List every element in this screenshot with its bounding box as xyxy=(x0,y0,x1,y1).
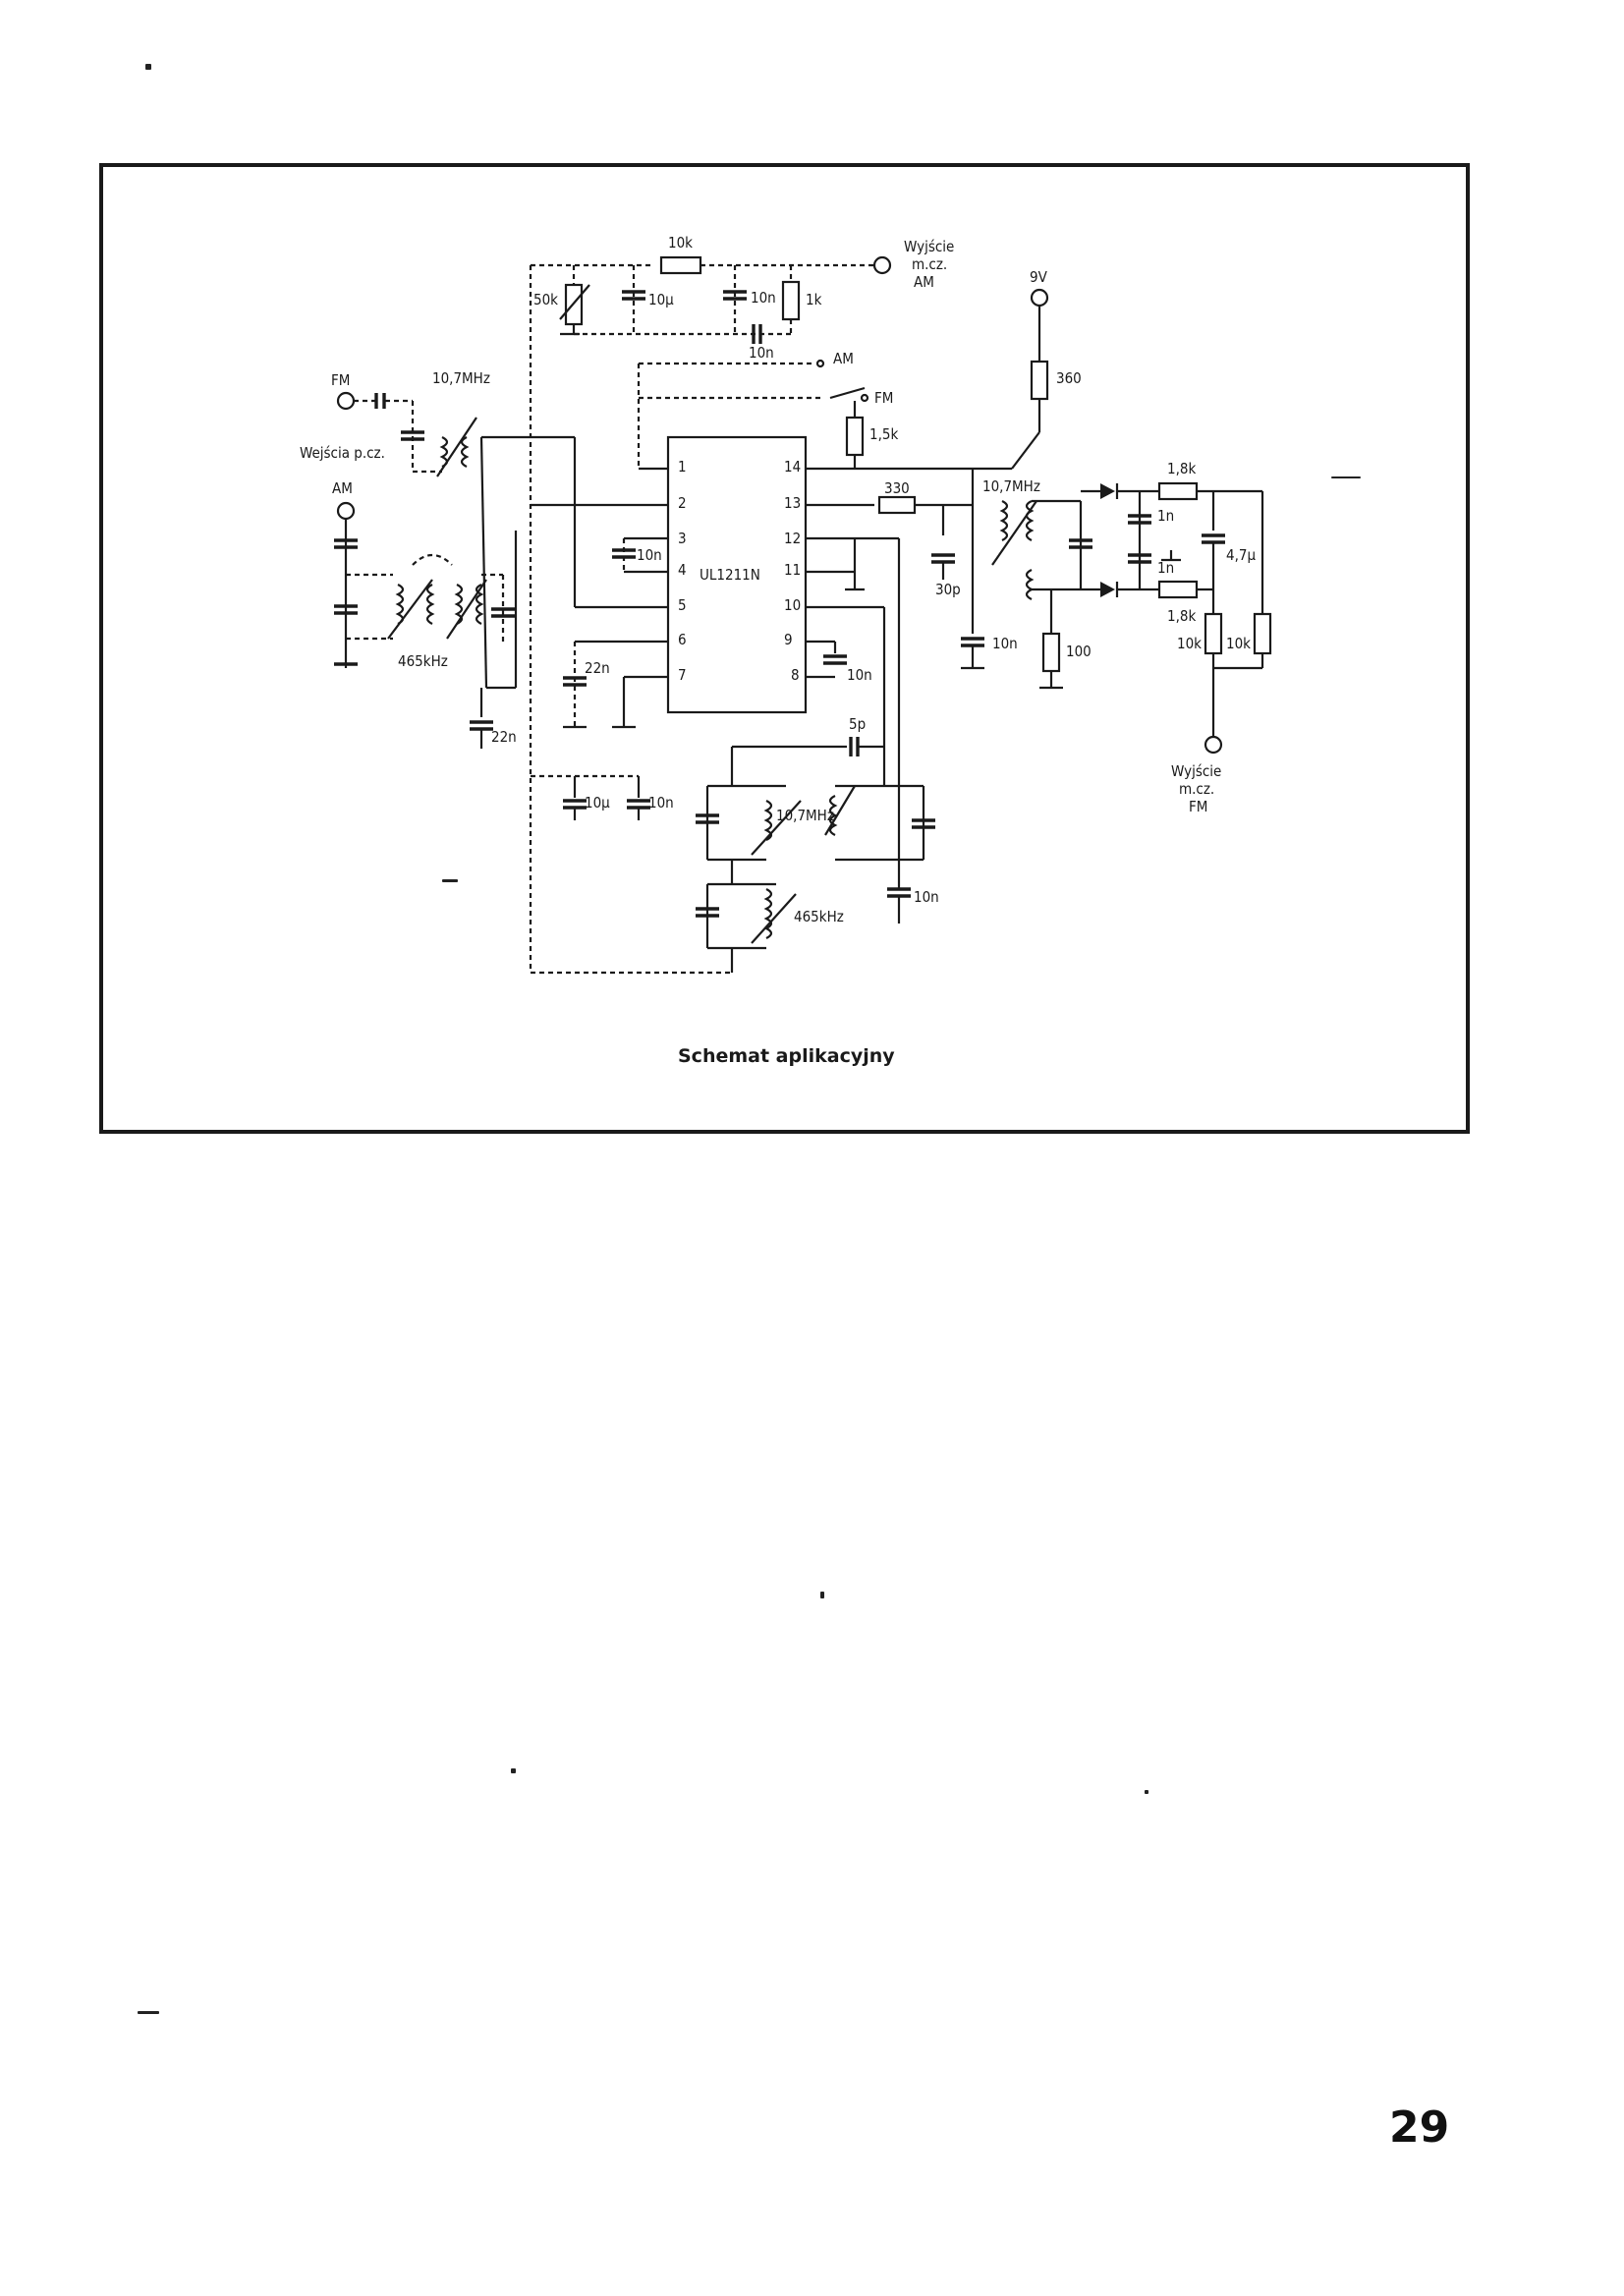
svg-text:10k: 10k xyxy=(1177,635,1202,652)
svg-text:1,8k: 1,8k xyxy=(1167,460,1196,477)
scan-speck xyxy=(1145,1790,1148,1794)
resistor-1k8-top xyxy=(1157,481,1199,501)
svg-text:Wyjście: Wyjście xyxy=(904,238,954,255)
svg-text:1,8k: 1,8k xyxy=(1167,607,1196,625)
svg-text:10: 10 xyxy=(784,596,801,614)
resistor-360 xyxy=(1030,360,1049,401)
svg-text:1n: 1n xyxy=(1157,507,1174,525)
resistor-100 xyxy=(1041,632,1061,673)
oscillator-network: 10n 5p 10µ 10n 10,7MHz xyxy=(531,538,939,975)
svg-text:8: 8 xyxy=(791,666,800,684)
vcc-terminal xyxy=(1030,288,1049,308)
resistor-10k-a xyxy=(1204,612,1223,655)
svg-text:10k: 10k xyxy=(1226,635,1251,652)
svg-text:50k: 50k xyxy=(533,291,558,308)
ic-pins-right: 14 13 12 11 10 9 8 xyxy=(784,458,801,684)
svg-text:330: 330 xyxy=(884,479,910,497)
svg-text:2: 2 xyxy=(678,494,687,512)
scan-speck xyxy=(1331,476,1361,478)
svg-text:AM: AM xyxy=(332,479,353,497)
svg-text:22n: 22n xyxy=(585,659,610,677)
ic-label: UL1211N xyxy=(700,566,760,584)
svg-text:11: 11 xyxy=(784,561,801,579)
resistor-10k-b xyxy=(1253,612,1272,655)
svg-text:1,5k: 1,5k xyxy=(869,425,898,443)
svg-text:m.cz.: m.cz. xyxy=(1179,780,1214,798)
svg-text:10n: 10n xyxy=(992,635,1018,652)
input-section: FM 10,7MHz Wejścia p.cz. AM 465kHz xyxy=(300,369,577,749)
svg-text:10k: 10k xyxy=(668,234,693,252)
svg-text:m.cz.: m.cz. xyxy=(912,255,947,273)
svg-text:Wyjście: Wyjście xyxy=(1171,762,1221,780)
svg-text:465kHz: 465kHz xyxy=(794,908,844,925)
svg-text:10n: 10n xyxy=(749,344,774,362)
svg-text:12: 12 xyxy=(784,530,801,547)
svg-text:7: 7 xyxy=(678,666,687,684)
svg-text:10,7MHz: 10,7MHz xyxy=(776,807,834,824)
scan-speck xyxy=(511,1768,516,1773)
svg-text:6: 6 xyxy=(678,631,687,648)
fm-input-terminal xyxy=(336,391,356,411)
resistor-10k-top xyxy=(659,255,702,275)
svg-text:10n: 10n xyxy=(751,289,776,307)
resistor-1k5 xyxy=(845,416,865,457)
svg-text:100: 100 xyxy=(1066,643,1092,660)
svg-text:Wejścia p.cz.: Wejścia p.cz. xyxy=(300,444,385,462)
figure-frame xyxy=(99,163,1470,1134)
svg-text:AM: AM xyxy=(914,273,934,291)
svg-text:FM: FM xyxy=(331,371,350,389)
scan-speck xyxy=(442,879,458,882)
svg-text:1n: 1n xyxy=(1157,559,1174,577)
svg-text:30p: 30p xyxy=(935,581,961,598)
figure-caption: Schemat aplikacyjny xyxy=(678,1045,895,1067)
svg-text:9: 9 xyxy=(784,631,793,648)
am-output-network: 10k Wyjście m.cz. AM 50k 10µ 10n 1k 10n xyxy=(529,234,954,973)
svg-text:1: 1 xyxy=(678,458,687,476)
svg-text:5p: 5p xyxy=(849,715,866,733)
resistor-1k8-bottom xyxy=(1157,580,1199,599)
svg-text:9V: 9V xyxy=(1030,268,1048,286)
svg-text:13: 13 xyxy=(784,494,801,512)
fm-output-terminal xyxy=(1204,735,1223,755)
svg-text:10,7MHz: 10,7MHz xyxy=(432,369,490,387)
svg-text:4,7µ: 4,7µ xyxy=(1226,546,1256,564)
svg-text:10n: 10n xyxy=(637,546,662,564)
svg-text:5: 5 xyxy=(678,596,687,614)
svg-text:10,7MHz: 10,7MHz xyxy=(982,477,1040,495)
fm-demodulator: 9V 360 330 30p 10n 10,7MHz 100 xyxy=(855,268,1272,815)
svg-text:FM: FM xyxy=(1189,798,1207,815)
svg-text:10µ: 10µ xyxy=(585,794,610,812)
am-output-terminal xyxy=(872,255,892,275)
scan-speck xyxy=(138,2011,159,2014)
svg-text:10n: 10n xyxy=(914,888,939,906)
svg-text:3: 3 xyxy=(678,530,687,547)
svg-text:1k: 1k xyxy=(806,291,822,308)
svg-text:14: 14 xyxy=(784,458,801,476)
svg-text:10n: 10n xyxy=(847,666,872,684)
svg-text:FM: FM xyxy=(874,389,893,407)
ic-pins-left: 1 2 3 4 5 6 7 xyxy=(678,458,687,684)
resistor-330 xyxy=(877,495,917,515)
svg-text:22n: 22n xyxy=(491,728,517,746)
am-input-terminal xyxy=(336,501,356,521)
svg-text:4: 4 xyxy=(678,561,687,579)
svg-text:10µ: 10µ xyxy=(648,291,674,308)
svg-text:360: 360 xyxy=(1056,369,1082,387)
scan-speck xyxy=(820,1592,824,1598)
circuit-schematic: UL1211N 1 2 3 4 5 6 7 14 13 12 11 10 9 8 xyxy=(300,234,1272,975)
ic-ul1211n: UL1211N 1 2 3 4 5 6 7 14 13 12 11 10 9 8 xyxy=(575,435,899,714)
svg-text:465kHz: 465kHz xyxy=(398,652,448,670)
scan-speck xyxy=(145,64,151,70)
resistor-1k xyxy=(781,280,801,321)
ic-left-caps: 10n 22n xyxy=(531,503,662,729)
svg-text:AM: AM xyxy=(833,350,854,367)
page-number: 29 xyxy=(1389,2102,1450,2153)
svg-text:10n: 10n xyxy=(648,794,674,812)
